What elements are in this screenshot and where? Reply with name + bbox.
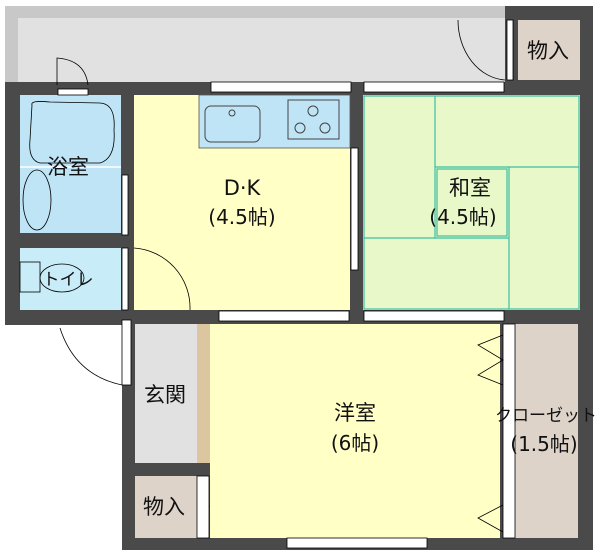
closet-label: クローゼット <box>495 406 597 426</box>
western-room <box>210 324 500 538</box>
genkan-label: 玄関 <box>144 383 186 407</box>
washitsu-label: 和室 <box>449 176 491 200</box>
youshitsu-size: (6帖) <box>331 431 379 455</box>
youshitsu-label: 洋室 <box>334 401 376 425</box>
closet-size: (1.5帖) <box>510 432 577 456</box>
toilet-bowl <box>39 263 85 293</box>
storage-top <box>518 20 580 80</box>
japanese-room <box>363 95 580 310</box>
door-swing <box>457 19 506 81</box>
closet <box>515 324 578 538</box>
storage-bottom-label: 物入 <box>143 495 185 519</box>
window <box>363 81 505 93</box>
entrance <box>135 324 197 463</box>
dk-size: (4.5帖) <box>208 205 275 229</box>
dk-label: D·K <box>224 176 262 200</box>
tatami-lines <box>363 95 580 310</box>
storage-bottom <box>135 476 197 538</box>
window <box>210 81 352 93</box>
storage-top-label: 物入 <box>527 39 569 63</box>
folding-door <box>477 334 504 533</box>
window <box>286 537 428 549</box>
bathroom <box>20 95 121 233</box>
toilet-room <box>20 248 121 310</box>
bath-label: 浴室 <box>47 155 89 179</box>
door-swing <box>133 247 191 311</box>
washitsu-size: (4.5帖) <box>429 205 496 229</box>
washbasin <box>22 169 52 231</box>
toilet-label: トイレ <box>43 270 94 290</box>
bathtub <box>29 101 115 164</box>
sink <box>204 105 261 143</box>
